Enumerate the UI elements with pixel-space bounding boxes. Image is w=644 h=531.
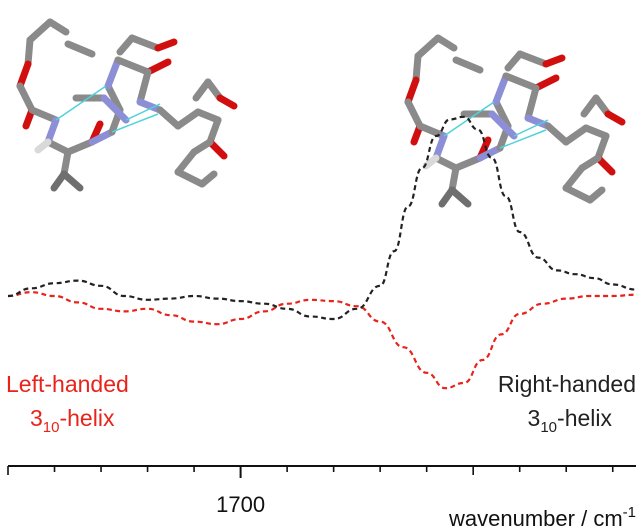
series-line-1 [7,291,637,390]
right-handed-annotation: Right-handed 310-helix [498,371,636,436]
annotations: Left-handed 310-helix Right-handed 310-heli… [6,371,636,436]
helix-molecule-1 [16,18,238,192]
left-handed-annotation: Left-handed 310-helix [6,371,129,436]
annotation-line-2: 310-helix [30,405,115,436]
x-tick-label-1700: 1700 [216,492,265,517]
annotation-line-1: Right-handed [498,371,636,397]
series-line-2 [7,115,637,321]
annotation-line-2: 310-helix [528,405,613,436]
molecule-illustrations [16,18,626,208]
series-group [7,115,637,390]
annotation-line-1: Left-handed [6,371,129,397]
x-axis-title: wavenumber / cm-1 [448,504,636,531]
helix-molecule-2 [404,34,626,208]
x-axis: 17001600wavenumber / cm-1 [7,465,636,531]
